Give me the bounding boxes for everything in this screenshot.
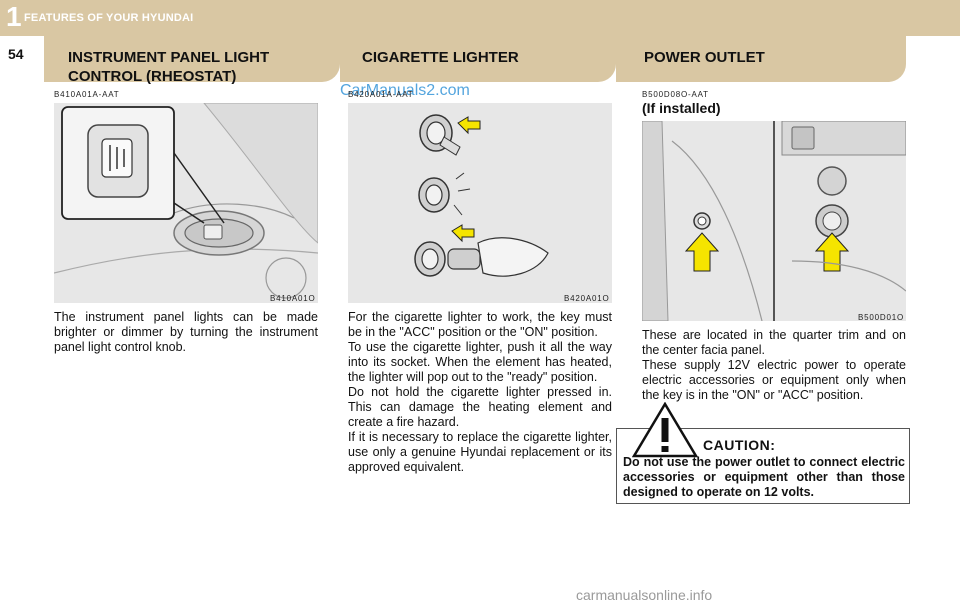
watermark-carmanuals: CarManuals2.com [340,82,470,99]
section-code-rheostat: B410A01A-AAT [54,90,120,99]
header-band-base [0,0,960,36]
dashboard-illustration [54,103,318,303]
power-outlet-paragraph-2: These supply 12V electric power to opera… [642,358,906,402]
figure-code-power-outlet: B500D01O [858,313,904,322]
body-text-power-outlet: These are located in the quarter trim an… [642,328,906,403]
section-tab-lighter [340,36,616,82]
caution-text: Do not use the power outlet to connect e… [623,455,905,499]
section-title-power-outlet: POWER OUTLET [644,49,765,66]
section-code-power-outlet: B500D08O-AAT [642,90,709,99]
power-outlet-subhead: (If installed) [642,100,721,116]
body-text-rheostat: The instrument panel lights can be made … [54,310,318,354]
section-tab-power-outlet [616,36,906,82]
power-outlet-paragraph-1: These are located in the quarter trim an… [642,328,906,357]
lighter-paragraph-4: If it is necessary to replace the cigare… [348,430,612,474]
lighter-illustration [348,103,612,303]
figure-power-outlet [642,121,906,321]
figure-code-rheostat: B410A01O [270,294,316,303]
section-title-line2: CONTROL (RHEOSTAT) [68,68,237,85]
section-title-line1: INSTRUMENT PANEL LIGHT [68,49,270,66]
lighter-paragraph-1: For the cigarette lighter to work, the k… [348,310,612,339]
chapter-title: FEATURES OF YOUR HYUNDAI [24,12,194,24]
header-band: 1 FEATURES OF YOUR HYUNDAI [0,0,960,82]
figure-lighter [348,103,612,303]
section-code-lighter: B420A01A-AAT [348,90,414,99]
section-title-lighter: CIGARETTE LIGHTER [362,49,519,66]
section-title-rheostat: INSTRUMENT PANEL LIGHT CONTROL (RHEOSTAT… [68,48,269,86]
body-text-lighter: For the cigarette lighter to work, the k… [348,310,612,475]
chapter-number: 1 [6,1,22,32]
page-number: 54 [8,46,24,62]
lighter-paragraph-2: To use the cigarette lighter, push it al… [348,340,612,384]
footer-watermark: carmanualsonline.info [576,587,713,603]
section-tab-rheostat [44,36,340,82]
figure-rheostat [54,103,318,303]
figure-code-lighter: B420A01O [564,294,610,303]
warning-triangle-icon [632,402,698,458]
power-outlet-illustration [642,121,906,321]
caution-title: CAUTION: [703,437,776,453]
lighter-paragraph-3: Do not hold the cigarette lighter presse… [348,385,612,429]
